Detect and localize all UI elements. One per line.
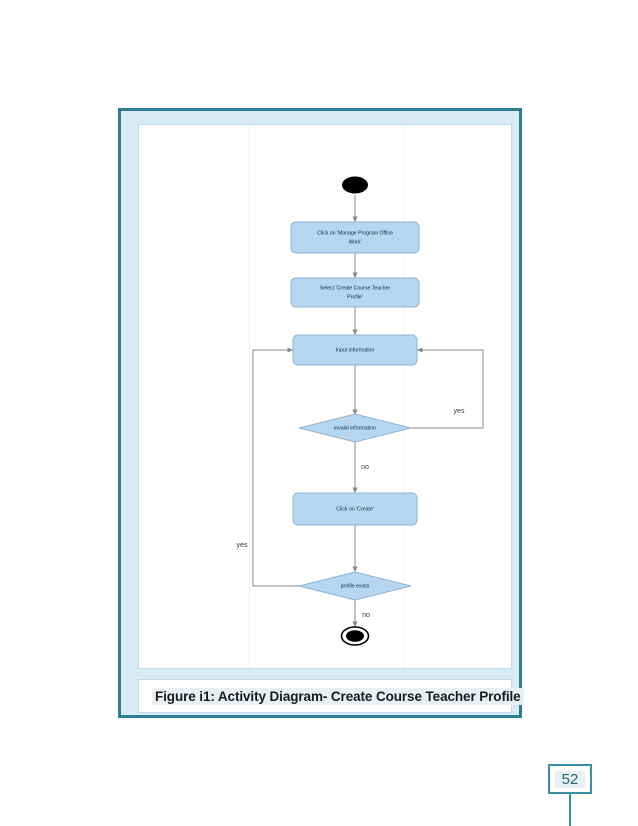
page-number-box: 52 — [548, 764, 592, 794]
action-node-label-line1: Click on 'Manage Program Office — [317, 230, 393, 236]
action-node-click-create[interactable]: Click on 'Create' — [292, 492, 418, 526]
page-number-stem — [569, 794, 571, 826]
final-node — [340, 626, 370, 646]
decision-node-shape — [298, 413, 412, 443]
diagram-canvas: Click on 'Manage Program Office Work' Se… — [139, 125, 511, 668]
initial-node — [342, 176, 368, 194]
decision-node-label: invalid information — [334, 425, 376, 431]
action-node-shape — [290, 221, 420, 254]
action-node-label-line2: Work' — [349, 239, 362, 245]
action-node-label-line1: Select 'Create Course Teacher — [320, 285, 391, 291]
figure-caption-text: Figure i1: Activity Diagram- Create Cour… — [152, 687, 524, 705]
action-node-shape — [292, 334, 418, 366]
scan-guide-line — [249, 125, 250, 668]
decision-node-profile-exists[interactable]: profile exists — [298, 571, 412, 601]
figure-frame: Click on 'Manage Program Office Work' Se… — [118, 108, 524, 718]
action-node-shape — [292, 492, 418, 526]
action-node-click-manage-program-office-work[interactable]: Click on 'Manage Program Office Work' — [290, 221, 420, 254]
action-node-label: Input information — [336, 347, 375, 353]
edge-label-decision2-no: no — [362, 612, 370, 619]
page-number-text: 52 — [554, 770, 586, 788]
decision-node-shape — [298, 571, 412, 601]
action-node-shape — [290, 277, 420, 308]
action-node-label-line2: Profile' — [347, 294, 363, 300]
edge-decision1-yes-loopback — [411, 347, 484, 429]
action-node-label: Click on 'Create' — [336, 506, 373, 512]
figure-frame-inner-band: Click on 'Manage Program Office Work' Se… — [124, 114, 524, 713]
scan-guide-line — [404, 125, 405, 668]
figure-caption-card: Figure i1: Activity Diagram- Create Cour… — [138, 679, 524, 713]
action-node-select-create-course-teacher-profile[interactable]: Select 'Create Course Teacher Profile' — [290, 277, 420, 308]
edge-label-decision1-no: no — [361, 464, 369, 471]
action-node-input-information[interactable]: Input information — [292, 334, 418, 366]
activity-diagram: Click on 'Manage Program Office Work' Se… — [237, 176, 484, 646]
decision-node-invalid-information[interactable]: invalid information — [298, 413, 412, 443]
final-node-core — [346, 630, 364, 642]
diagram-card: Click on 'Manage Program Office Work' Se… — [138, 124, 512, 669]
edge-decision2-yes-loopback — [252, 347, 299, 587]
decision-node-label: profile exists — [341, 583, 370, 589]
edge-label-decision1-yes: yes — [454, 408, 465, 415]
edge-label-decision2-yes: yes — [237, 542, 248, 549]
